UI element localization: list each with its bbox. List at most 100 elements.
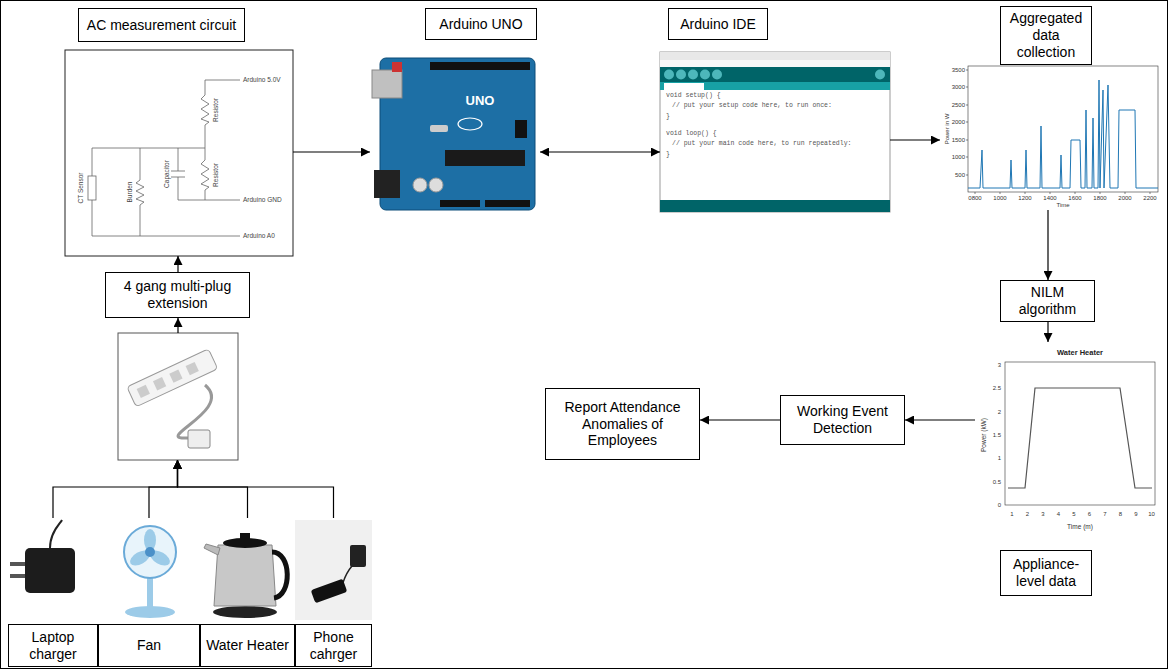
aggregated-chart [940, 62, 1162, 210]
figure-label: 0 [998, 502, 1001, 508]
figure-label: 10 [1148, 511, 1155, 517]
connector [905, 419, 975, 420]
label-box: Fan [98, 624, 200, 667]
connector [890, 139, 940, 140]
node-text: Water Heater [206, 637, 289, 654]
diagram-node: Appliance-level data [975, 342, 1162, 596]
figure-label: 3500 [952, 67, 965, 73]
figure-label: 3000 [952, 84, 965, 90]
kettle-picture [204, 533, 287, 618]
figure-label: 5 [1072, 511, 1075, 517]
fan-picture [124, 526, 176, 618]
label-box: 4 gang multi-plug extension [105, 272, 250, 318]
figure-label: Resistor [213, 163, 220, 187]
diagram-node: 4 gang multi-plug extension [105, 272, 250, 460]
figure-label: Arduino 5.0V [243, 77, 281, 84]
phone-charger-picture [295, 520, 372, 620]
connector [178, 460, 334, 518]
diagram-node: Fan [98, 518, 200, 667]
connector [1047, 322, 1048, 342]
label-box: Water Heater [200, 624, 295, 667]
figure-label: Burden [127, 182, 134, 203]
figure-label: } [666, 114, 670, 121]
figure-label: } [666, 152, 670, 159]
connector [700, 419, 780, 420]
connector [178, 460, 248, 518]
figure-label: void loop() { [666, 131, 717, 138]
diagram-node: Laptop charger [8, 518, 98, 667]
figure-label: 2.5 [993, 385, 1001, 391]
figure-label: 1400 [1043, 195, 1056, 201]
diagram-node: Water Heater [200, 518, 295, 667]
figure-label: 2500 [952, 102, 965, 108]
node-text: Arduino UNO [439, 16, 522, 33]
connector [540, 151, 660, 152]
figure-label: // put your setup code here, to run once… [672, 103, 832, 110]
node-text: Report Attendance Anomalies of Employees [550, 399, 695, 449]
label-box: Working Event Detection [780, 395, 905, 445]
node-text: Appliance-level data [1005, 556, 1087, 590]
figure-label: 0.5 [993, 479, 1001, 485]
figure-label: 1200 [1018, 195, 1031, 201]
figure-label: Power (kW) [981, 418, 988, 452]
laptop-charger-picture [10, 520, 75, 593]
figure-label: Time [1056, 202, 1069, 208]
figure-label: 2000 [1118, 195, 1131, 201]
diagram-node: Working Event Detection [780, 395, 905, 445]
figure-label: UNO [466, 94, 495, 107]
circuit-schematic [65, 50, 293, 256]
connector [149, 460, 178, 518]
node-text: Working Event Detection [785, 403, 900, 437]
figure-label: 1600 [1068, 195, 1081, 201]
node-text: 4 gang multi-plug extension [110, 278, 245, 312]
multi-plug-picture [118, 318, 238, 460]
diagram-node: AC measurement circuit [65, 8, 293, 256]
diagram-node: NILM algorithm [1000, 280, 1095, 322]
figure-label: Arduino GND [243, 197, 282, 204]
figure-label: void setup() { [666, 93, 721, 100]
diagram-node: Phone cahrger [295, 518, 372, 667]
figure-label: 8 [1119, 511, 1122, 517]
label-box: NILM algorithm [1000, 280, 1095, 322]
node-text: AC measurement circuit [87, 17, 236, 34]
figure-label: 1000 [952, 154, 965, 160]
diagram-node: Arduino IDE [660, 8, 890, 212]
diagram-node: Arduino UNO [370, 8, 540, 215]
arduino-board [372, 58, 535, 210]
node-text: Phone cahrger [300, 629, 367, 663]
label-box: Appliance-level data [1000, 550, 1092, 596]
appliance-chart [975, 342, 1162, 545]
figure-label: 2200 [1143, 195, 1156, 201]
diagram-node: Aggregated data collection [940, 6, 1162, 210]
label-box: Phone cahrger [295, 624, 372, 667]
figure-label: 1000 [993, 195, 1006, 201]
label-box: Aggregated data collection [1000, 6, 1092, 65]
figure-label: 7 [1103, 511, 1106, 517]
figure-label: 1800 [1093, 195, 1106, 201]
figure-label: Time (m) [1067, 524, 1093, 531]
diagram-node: Report Attendance Anomalies of Employees [545, 388, 700, 460]
connector [293, 151, 370, 152]
connector [53, 460, 178, 518]
figure-label: Water Heater [1057, 349, 1103, 357]
label-box: Arduino IDE [668, 8, 768, 40]
figure-label: 0800 [968, 195, 981, 201]
label-box: Report Attendance Anomalies of Employees [545, 388, 700, 460]
figure-label: Capacitor [164, 160, 171, 188]
node-text: Arduino IDE [680, 16, 755, 33]
figure-label: 1 [998, 455, 1001, 461]
figure-label: // put your main code here, to run repea… [672, 141, 851, 148]
figure-label: 1.5 [993, 432, 1001, 438]
figure-label: Resistor [213, 98, 220, 122]
figure-label: 1 [1010, 511, 1013, 517]
figure-label: 9 [1134, 511, 1137, 517]
figure-label: Power in W [944, 114, 950, 145]
ide-screenshot [660, 52, 890, 212]
figure-label: 4 [1057, 511, 1060, 517]
node-text: Laptop charger [13, 629, 93, 663]
label-box: Laptop charger [8, 624, 98, 667]
node-text: Fan [137, 637, 161, 654]
